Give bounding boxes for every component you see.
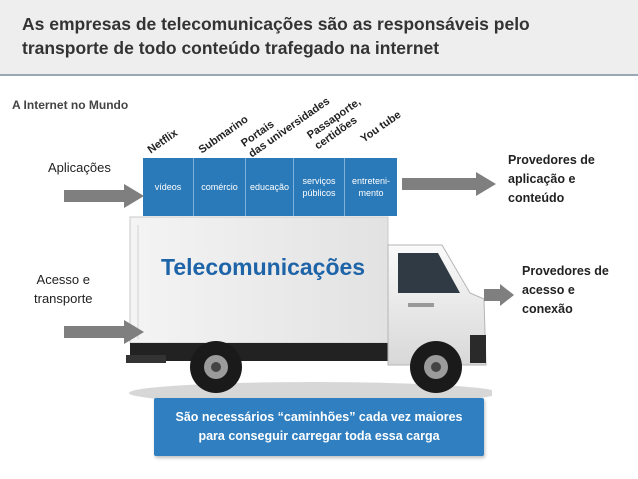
section-label: A Internet no Mundo <box>12 98 129 112</box>
slide-title-line-2: transporte de todo conteúdo trafegado na… <box>22 38 440 58</box>
slide-title: As empresas de telecomunicações são as r… <box>22 12 622 60</box>
slide-title-line-1: As empresas de telecomunicações são as r… <box>22 14 530 34</box>
brand-label-submarino: Submarino <box>196 113 251 157</box>
callout-box: São necessários “caminhões” cada vez mai… <box>154 398 484 456</box>
arrow-categories-to-providers <box>402 172 496 196</box>
category-educacao: educação <box>246 158 294 216</box>
category-servicos-publicos: serviços públicos <box>294 158 345 216</box>
truck-illustration <box>126 216 492 404</box>
category-comercio: comércio <box>194 158 246 216</box>
arrow-access-to-truck <box>64 320 144 344</box>
applications-label: Aplicações <box>48 160 111 175</box>
providers-access-label: Provedores de acesso e conexão <box>522 264 609 316</box>
category-entretenimento: entreteni- mento <box>345 158 397 216</box>
arrow-applications-to-categories <box>64 184 144 208</box>
title-divider <box>0 74 638 76</box>
arrow-truck-to-access-providers <box>484 284 514 306</box>
access-transport-label: Acesso e transporte <box>34 272 93 306</box>
brand-label-netflix: Netflix <box>145 127 180 157</box>
providers-application-label: Provedores de aplicação e conteúdo <box>508 153 595 205</box>
title-bar <box>0 0 638 75</box>
category-videos: vídeos <box>143 158 194 216</box>
category-row: vídeos comércio educação serviços públic… <box>143 158 397 216</box>
callout-line-1: São necessários “caminhões” cada vez mai… <box>175 410 463 424</box>
telecom-label: Telecomunicações <box>161 254 366 280</box>
callout-line-2: para conseguir carregar toda essa carga <box>198 429 440 443</box>
